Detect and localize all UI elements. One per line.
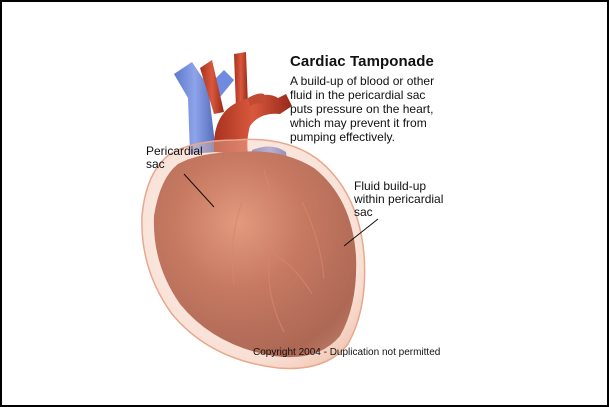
pericardial-sac bbox=[142, 139, 365, 368]
label-line: sac bbox=[146, 158, 216, 171]
label-line: sac bbox=[354, 206, 474, 219]
description-line: pumping effectively. bbox=[290, 130, 490, 144]
description-line: fluid in the pericardial sac bbox=[290, 88, 490, 102]
description-line: which may prevent it from bbox=[290, 116, 490, 130]
pericardial-sac-label: Pericardial sac bbox=[146, 145, 216, 171]
fluid-buildup-label: Fluid build-up within pericardial sac bbox=[354, 180, 474, 219]
description-line: A build-up of blood or other bbox=[290, 74, 490, 88]
diagram-description: A build-up of blood or other fluid in th… bbox=[290, 74, 490, 144]
diagram-title: Cardiac Tamponade bbox=[290, 53, 434, 70]
description-line: puts pressure on the heart, bbox=[290, 102, 490, 116]
copyright-notice: Copyright 2004 - Duplication not permitt… bbox=[253, 347, 440, 358]
